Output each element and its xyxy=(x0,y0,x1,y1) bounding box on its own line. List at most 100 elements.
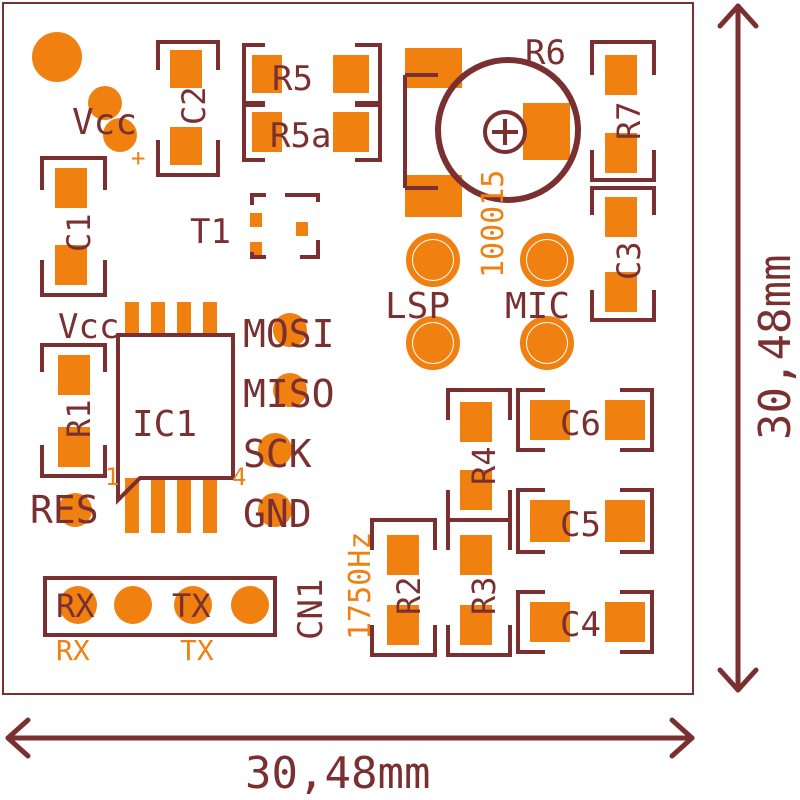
c2-plus-label: + xyxy=(131,144,145,172)
gnd-pad xyxy=(258,493,292,527)
r2-outline xyxy=(370,518,437,657)
r5-label: R5 xyxy=(272,59,313,99)
mic-label: MIC xyxy=(505,286,570,327)
r6-label: R6 xyxy=(525,33,566,73)
t1-pad-1 xyxy=(250,213,262,227)
c4-label: C4 xyxy=(560,605,601,645)
ic1-pin1-label: 1 xyxy=(105,463,119,491)
rx-below-label: RX xyxy=(56,634,90,667)
r2-pad-bottom xyxy=(387,605,419,645)
r4-label: R4 xyxy=(465,446,503,485)
c5-outline xyxy=(516,488,654,554)
c6-pad-right xyxy=(605,400,645,440)
sck-pad xyxy=(258,433,292,467)
t1-label: T1 xyxy=(190,212,231,252)
r4-pad-bottom xyxy=(460,470,492,510)
r5a-pad-left xyxy=(252,112,282,152)
mic-pad-top xyxy=(527,240,567,280)
c3-pad-top xyxy=(605,197,637,237)
lsp-pad-bottom xyxy=(413,323,453,363)
c5-label: C5 xyxy=(560,505,601,545)
lsp-pad-top xyxy=(413,240,453,280)
dim-h-label: 30,48mm xyxy=(245,748,430,799)
ic1-label: IC1 xyxy=(132,404,197,445)
ic1-pin-7 xyxy=(151,302,165,334)
dim-v-arrow-top xyxy=(717,3,759,29)
r6-wiper-cross xyxy=(492,119,518,145)
r3-pad-bottom xyxy=(460,605,492,645)
lsp-pad-top-ring xyxy=(406,233,460,287)
ic1-pin-2 xyxy=(151,478,165,533)
pot-value-label: 100015 xyxy=(476,170,511,278)
mic-pad-bottom-ring xyxy=(520,316,574,370)
ic1-pin-5 xyxy=(203,302,217,334)
c4-outline xyxy=(516,590,654,654)
c1-pad-bottom xyxy=(55,245,87,285)
lsp-pad-bottom-ring xyxy=(406,316,460,370)
r6-pad-right xyxy=(523,103,570,160)
vcc-top-label: Vcc xyxy=(72,102,137,143)
c1-label: C1 xyxy=(60,213,98,252)
cn1-pin-2 xyxy=(114,586,152,624)
ic1-pin-3 xyxy=(177,478,191,533)
dim-h-arrow-right xyxy=(669,717,695,759)
tx-below-label: TX xyxy=(180,634,214,667)
r6-wiper-circle xyxy=(483,110,527,154)
tx-label: TX xyxy=(172,587,211,625)
r2-pad-top xyxy=(387,535,419,575)
rx-label: RX xyxy=(56,587,95,625)
board-outline xyxy=(2,2,694,695)
r1-pad-top xyxy=(58,355,90,395)
r7-label: R7 xyxy=(610,101,648,140)
r5a-pad-right xyxy=(333,112,369,152)
t1-outline xyxy=(250,193,320,259)
r4-pad-top xyxy=(460,402,492,442)
c6-pad-left xyxy=(530,400,570,440)
r5a-outline xyxy=(242,103,382,162)
res-label: RES xyxy=(30,488,99,532)
r5a-label: R5a xyxy=(270,116,331,156)
miso-label: MISO xyxy=(243,372,335,416)
c2-outline xyxy=(156,40,220,177)
c5-pad-right xyxy=(605,500,645,542)
ic1-pin4-label: 4 xyxy=(232,463,246,491)
miso-pad xyxy=(273,373,307,407)
mosi-label: MOSI xyxy=(243,312,335,356)
r2-label: R2 xyxy=(390,576,428,615)
r3-label: R3 xyxy=(465,576,503,615)
t1-pad-2 xyxy=(296,222,308,236)
ic1-pin-6 xyxy=(177,302,191,334)
dim-v-label: 30,48mm xyxy=(750,255,800,440)
cn1-pin-4 xyxy=(231,586,269,624)
c1-outline xyxy=(40,156,107,297)
c3-outline xyxy=(590,186,656,322)
ic1-pin-4 xyxy=(203,478,217,533)
mic-pad-top-ring xyxy=(520,233,574,287)
r1-label: R1 xyxy=(60,399,98,438)
c4-pad-left xyxy=(530,602,570,642)
mic-pad-bottom xyxy=(527,323,567,363)
c2-pad-top xyxy=(170,50,202,88)
c6-label: C6 xyxy=(560,404,601,444)
res-pad xyxy=(58,493,92,527)
r6-outline xyxy=(403,73,438,190)
r6-pad-left-bottom xyxy=(405,175,462,217)
ic1-pin-8 xyxy=(125,302,139,334)
c2-pad-bottom xyxy=(170,127,202,165)
gnd-label: GND xyxy=(243,492,312,536)
vcc-test-pad xyxy=(88,86,122,120)
sck-label: SCK xyxy=(243,432,312,476)
ic1-outline xyxy=(116,333,235,505)
r7-outline xyxy=(590,40,656,182)
r6-rotor-circle xyxy=(435,57,581,203)
vcc-test-pad-2 xyxy=(103,118,137,152)
cn1-label: CN1 xyxy=(291,579,331,640)
r5-pad-left xyxy=(252,55,282,93)
mounting-pad xyxy=(32,32,82,82)
cn1-outline xyxy=(43,576,277,637)
dim-h-arrow-left xyxy=(5,717,31,759)
c5-pad-left xyxy=(530,500,570,542)
r7-pad-bottom xyxy=(605,133,637,173)
r3-outline xyxy=(446,518,512,657)
